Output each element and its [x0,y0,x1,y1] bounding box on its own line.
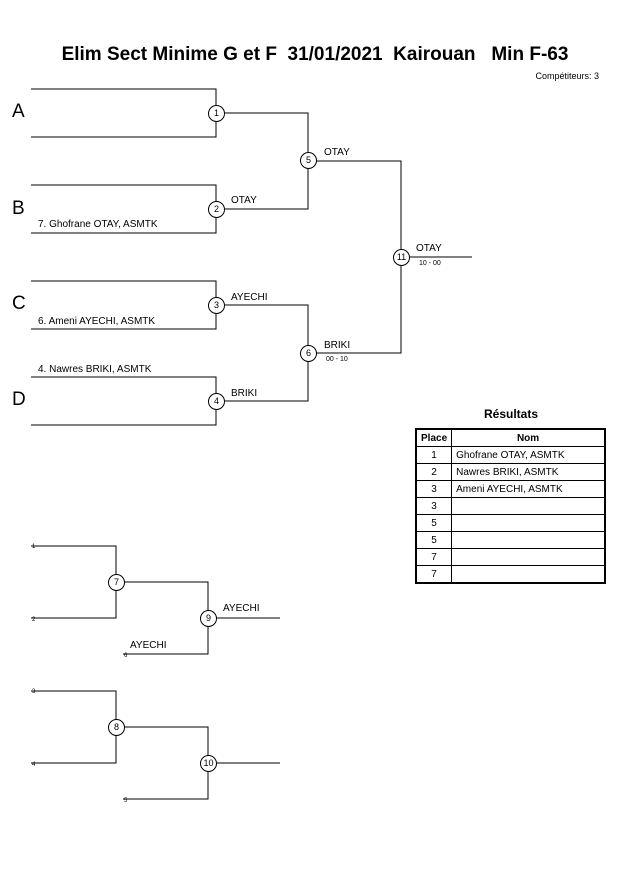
match-9-winner: AYECHI [223,603,260,614]
match-circle-8: 8 [108,719,125,736]
match-circle-7: 7 [108,574,125,591]
repechage-seed-4: 4 [32,762,36,768]
repechage-entry-name: AYECHI [130,640,167,651]
match-circle-10: 10 [200,755,217,772]
result-name: Nawres BRIKI, ASMTK [451,463,606,481]
match-5-bracket [216,112,309,210]
result-name [451,497,606,515]
match-11-bracket [308,160,402,354]
repechage-seed-3: 3 [32,689,36,695]
result-place: 7 [415,565,453,584]
match-10-bracket [116,726,209,800]
final-winner: OTAY [416,243,442,254]
result-place: 7 [415,548,453,566]
result-name [451,548,606,566]
competitor-count: Compétiteurs: 3 [535,71,599,81]
table-row: 7 [415,565,606,584]
pool-letter-a: A [12,101,25,122]
results-title: Résultats [483,407,539,421]
pool-letter-c: C [12,293,26,314]
result-name: Ghofrane OTAY, ASMTK [451,446,606,464]
result-name: Ameni AYECHI, ASMTK [451,480,606,498]
match-circle-2: 2 [208,201,225,218]
result-name [451,531,606,549]
repechage-seed-5: 5 [124,798,128,804]
pool-a-bracket [31,88,217,138]
match-2-winner: OTAY [231,195,257,206]
result-name [451,565,606,584]
athlete-entry-c: 6. Ameni AYECHI, ASMTK [38,316,156,327]
results-header-place: Place [415,428,453,447]
repechage-seed-2: 2 [32,617,36,623]
table-row: 3 Ameni AYECHI, ASMTK [415,480,606,498]
table-row: 7 [415,548,606,566]
match-3-winner: AYECHI [231,292,268,303]
result-place: 3 [415,497,453,515]
result-place: 5 [415,514,453,532]
match-circle-9: 9 [200,610,217,627]
result-place: 2 [415,463,453,481]
result-place: 5 [415,531,453,549]
page-title: Elim Sect Minime G et F 31/01/2021 Kairo… [61,44,569,65]
match-6-winner: BRIKI [324,340,351,351]
match-8-bracket [31,690,117,764]
match-7-bracket [31,545,117,619]
result-place: 3 [415,480,453,498]
repechage-seed-1: 1 [32,544,36,550]
repechage-seed-6: 6 [124,653,128,659]
match-circle-5: 5 [300,152,317,169]
match-circle-1: 1 [208,105,225,122]
athlete-entry-d: 4. Nawres BRIKI, ASMTK [38,364,152,375]
match-circle-11: 11 [393,249,410,266]
table-row: 3 [415,497,606,515]
results-header-name: Nom [451,428,606,447]
match-circle-3: 3 [208,297,225,314]
table-row: 5 [415,531,606,549]
table-row: 2 Nawres BRIKI, ASMTK [415,463,606,481]
results-header-row: Place Nom [415,428,606,447]
final-score: 10 - 00 [419,260,441,267]
pool-d-bracket [31,376,217,426]
match-4-winner: BRIKI [231,388,258,399]
match-circle-4: 4 [208,393,225,410]
match-circle-6: 6 [300,345,317,362]
table-row: 1 Ghofrane OTAY, ASMTK [415,446,606,464]
athlete-entry-b: 7. Ghofrane OTAY, ASMTK [38,219,158,230]
result-place: 1 [415,446,453,464]
result-name [451,514,606,532]
match-6-bracket [216,304,309,402]
table-row: 5 [415,514,606,532]
match-6-score: 00 - 10 [326,356,348,363]
match-5-winner: OTAY [324,147,350,158]
pool-letter-d: D [12,389,26,410]
pool-letter-b: B [12,198,25,219]
results-table: Place Nom 1 Ghofrane OTAY, ASMTK 2 Nawre… [415,428,606,584]
